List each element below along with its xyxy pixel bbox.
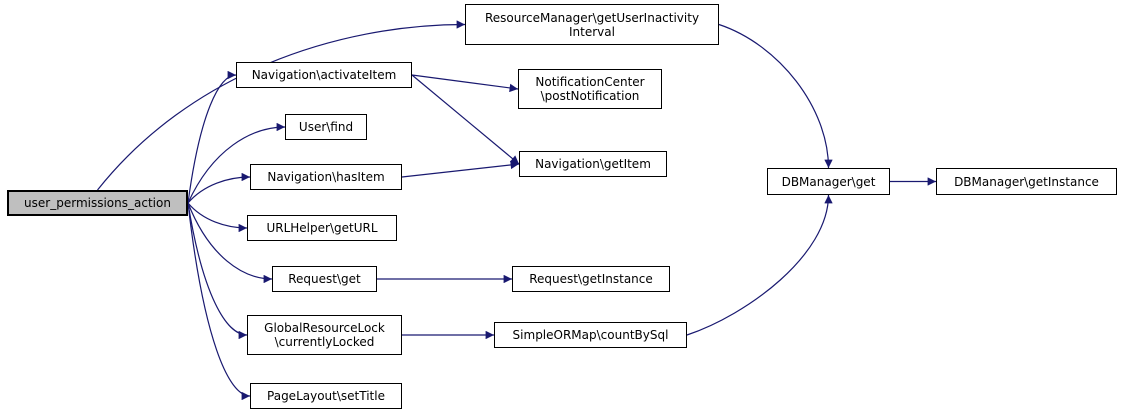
- graph-node-pagelayout_settitle[interactable]: PageLayout\setTitle: [250, 383, 402, 409]
- graph-node-navigation_hasitem[interactable]: Navigation\hasItem: [250, 164, 402, 190]
- graph-node-user_permissions_action: user_permissions_action: [7, 190, 188, 216]
- graph-node-simpleormap_countbysql[interactable]: SimpleORMap\countBySql: [494, 322, 687, 348]
- graph-node-label: NotificationCenter: [535, 75, 645, 89]
- graph-edge-user_permissions_action-to-globalresourcelock_currentlylocked: [187, 202, 248, 340]
- graph-edge-navigation_hasitem-to-navigation_getitem: [401, 160, 520, 178]
- graph-node-label: User\find: [298, 120, 354, 134]
- graph-edge-simpleormap_countbysql-to-dbmanager_get: [686, 194, 833, 336]
- graph-edge-resourcemanager_getuserinactivityinterval-to-dbmanager_get: [718, 23, 833, 169]
- graph-edge-user_permissions_action-to-request_get: [187, 202, 273, 284]
- graph-node-notificationcenter_postnotification[interactable]: NotificationCenter\postNotification: [518, 69, 662, 109]
- graph-node-user_find[interactable]: User\find: [285, 114, 367, 140]
- graph-node-request_get[interactable]: Request\get: [272, 266, 377, 292]
- graph-edge-user_permissions_action-to-pagelayout_settitle: [187, 202, 251, 401]
- graph-node-label: user_permissions_action: [24, 196, 171, 210]
- graph-node-label: Navigation\getItem: [535, 157, 651, 171]
- graph-node-label: URLHelper\getURL: [266, 221, 378, 235]
- graph-node-label: ResourceManager\getUserInactivity: [484, 10, 700, 25]
- graph-edge-navigation_activateitem-to-notificationcenter_postnotification: [411, 74, 519, 93]
- graph-node-label: \currentlyLocked: [274, 335, 375, 349]
- graph-node-navigation_getitem[interactable]: Navigation\getItem: [519, 151, 667, 177]
- graph-node-dbmanager_get[interactable]: DBManager\get: [767, 168, 890, 195]
- graph-edge-user_permissions_action-to-user_find: [187, 122, 286, 204]
- graph-edge-navigation_activateitem-to-navigation_getitem: [411, 74, 520, 165]
- graph-node-urlhelper_geturl[interactable]: URLHelper\getURL: [247, 215, 397, 241]
- graph-node-label: GlobalResourceLock: [264, 321, 385, 335]
- graph-node-label: DBManager\getInstance: [954, 174, 1099, 189]
- graph-edge-user_permissions_action-to-urlhelper_geturl: [187, 202, 248, 233]
- graph-node-globalresourcelock_currentlylocked[interactable]: GlobalResourceLock\currentlyLocked: [247, 315, 402, 355]
- graph-node-label: Navigation\activateItem: [251, 68, 397, 82]
- graph-edge-user_permissions_action-to-navigation_activateitem: [187, 70, 237, 204]
- graph-node-dbmanager_getinstance[interactable]: DBManager\getInstance: [936, 168, 1117, 195]
- graph-edge-user_permissions_action-to-navigation_hasitem: [187, 172, 251, 204]
- graph-node-label: Request\getInstance: [529, 272, 653, 286]
- graph-node-label: \postNotification: [540, 89, 640, 103]
- graph-node-navigation_activateitem[interactable]: Navigation\activateItem: [236, 62, 412, 88]
- graph-node-label: PageLayout\setTitle: [267, 389, 385, 403]
- graph-node-request_getinstance[interactable]: Request\getInstance: [512, 266, 670, 292]
- graph-node-label: Navigation\hasItem: [267, 170, 385, 184]
- graph-node-label: Request\get: [288, 272, 361, 286]
- graph-node-label: SimpleORMap\countBySql: [512, 328, 669, 342]
- graph-node-label: DBManager\get: [781, 174, 876, 189]
- graph-node-label: Interval: [569, 24, 615, 39]
